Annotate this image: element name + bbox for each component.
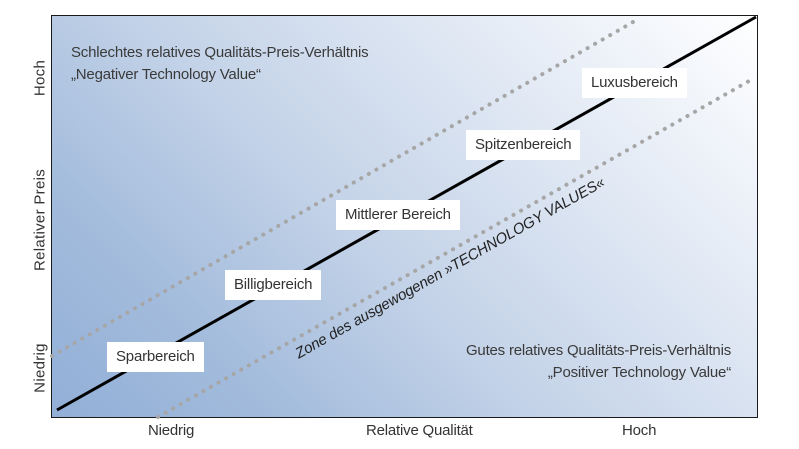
y-axis-title: Relativer Preis (31, 168, 49, 272)
lower-dotted-boundary-line (156, 79, 751, 419)
x-axis-high-label: Hoch (622, 422, 657, 439)
upper-dotted-boundary-line (50, 16, 642, 358)
negative-value-line2: „Negativer Technology Value“ (71, 66, 261, 83)
segment-label-sparbereich: Sparbereich (107, 342, 204, 372)
positive-value-line1: Gutes relatives Qualitäts-Preis-Verhältn… (465, 342, 731, 359)
y-axis-high-label: Hoch (31, 59, 49, 97)
segment-label-mittlerer-bereich: Mittlerer Bereich (336, 200, 460, 230)
y-axis-low-label: Niedrig (31, 343, 49, 393)
segment-label-luxusbereich: Luxusbereich (582, 68, 687, 98)
segment-label-billigbereich: Billigbereich (225, 270, 322, 300)
negative-value-line1: Schlechtes relatives Qualitäts-Preis-Ver… (71, 44, 369, 61)
positive-value-region-text: Gutes relatives Qualitäts-Preis-Verhältn… (466, 340, 731, 384)
negative-value-region-text: Schlechtes relatives Qualitäts-Preis-Ver… (71, 42, 369, 86)
positive-value-line2: „Positiver Technology Value“ (547, 364, 731, 381)
segment-label-spitzenbereich: Spitzenbereich (466, 130, 581, 160)
x-axis-low-label: Niedrig (148, 422, 195, 439)
x-axis-title: Relative Qualität (366, 422, 473, 439)
